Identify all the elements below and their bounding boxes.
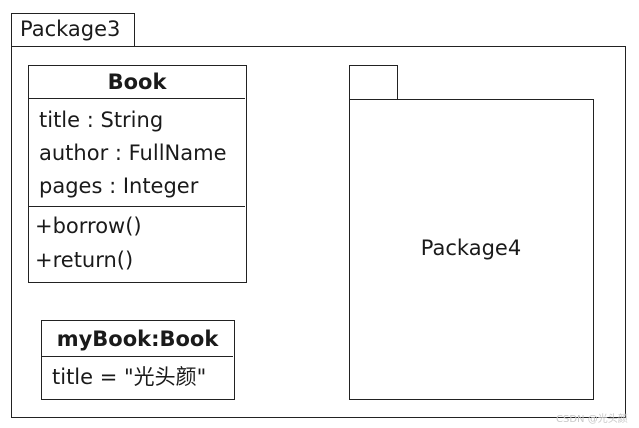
package3-name: Package3 xyxy=(20,17,121,41)
book-class-divider-1 xyxy=(29,98,245,99)
package3-tab: Package3 xyxy=(11,13,135,47)
book-operation-borrow: +borrow() xyxy=(35,214,142,238)
mybook-object: myBook:Book title = "光头颜" xyxy=(41,320,235,400)
book-operation-return: +return() xyxy=(35,248,134,272)
book-class-name: Book xyxy=(107,70,167,94)
mybook-slot-title: title = "光头颜" xyxy=(52,365,207,389)
mybook-object-name: myBook:Book xyxy=(56,327,219,351)
watermark-text: CSDN @光头颜 xyxy=(556,414,628,425)
book-attribute-title: title : String xyxy=(39,108,164,132)
package4-tab xyxy=(349,65,398,100)
book-class-divider-2 xyxy=(29,206,245,207)
mybook-object-divider xyxy=(42,356,233,357)
book-attribute-author: author : FullName xyxy=(39,141,227,165)
book-class: Book title : String author : FullName pa… xyxy=(28,65,247,283)
book-attribute-pages: pages : Integer xyxy=(39,174,199,198)
package4-body: Package4 xyxy=(349,99,594,400)
package4-name: Package4 xyxy=(420,236,522,260)
